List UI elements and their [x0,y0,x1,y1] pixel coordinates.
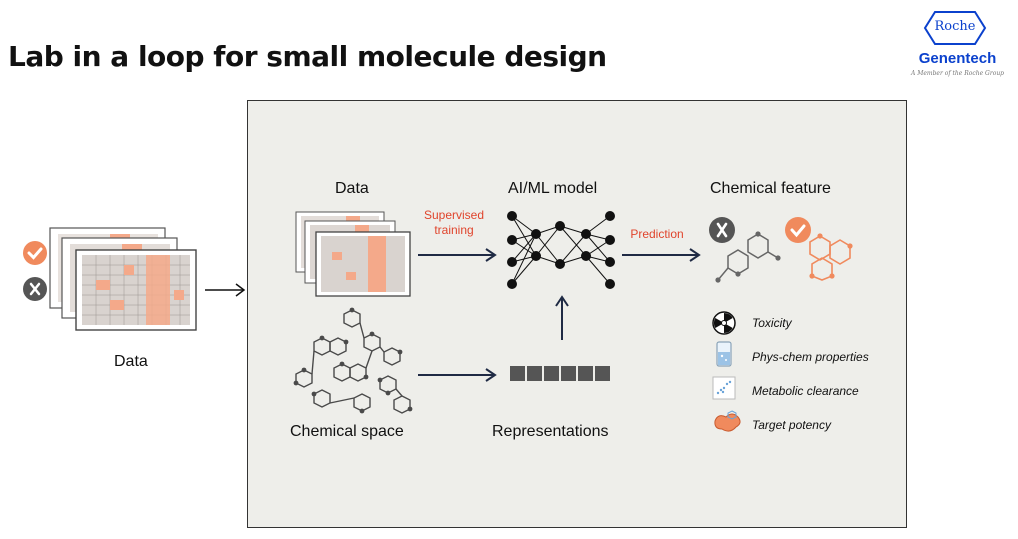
chemical-space-label: Chemical space [290,423,404,440]
roche-hexagon-icon [923,11,987,45]
scatter-icon [712,376,736,400]
left-data-plates [49,227,197,331]
radiation-icon [712,311,736,335]
model-label: AI/ML model [508,180,598,197]
chemical-space-arrow [418,368,497,382]
beaker-icon [716,341,732,367]
representation-vector [510,366,610,381]
molecule-gray-icon [715,231,781,283]
feature-item-physchem: Phys-chem properties [752,350,869,364]
chemical-space-molecules [293,307,413,414]
feature-item-metabolic: Metabolic clearance [752,384,859,398]
prediction-label: Prediction [630,227,684,241]
logo-tagline: A Member of the Roche Group [910,70,1005,77]
up-arrow [555,295,569,340]
molecule-orange-icon [809,233,853,281]
check-icon [23,241,47,265]
prediction-arrow [622,248,701,262]
small-plate-front [315,231,411,297]
panel-data-label: Data [335,180,369,197]
workflow-panel [247,100,907,528]
neural-network-icon [507,211,615,289]
feature-x-icon [709,217,735,243]
left-data-label: Data [114,353,148,370]
supervised-arrow [418,248,497,262]
roche-genentech-logo: Roche Genentech A Member of the Roche Gr… [905,10,1010,80]
x-icon [23,277,47,301]
roche-logo-text: Roche [934,19,976,34]
feature-label: Chemical feature [710,180,831,197]
plate-front [75,249,197,331]
panel-data-plates [295,211,411,297]
feature-item-toxicity: Toxicity [752,316,792,330]
genentech-logo-text: Genentech [918,50,997,67]
arrow-into-panel [205,283,246,297]
feature-item-potency: Target potency [752,418,831,432]
feature-check-icon [785,217,811,243]
protein-icon [714,410,741,432]
representations-label: Representations [492,423,609,440]
page-title: Lab in a loop for small molecule design [8,40,607,73]
